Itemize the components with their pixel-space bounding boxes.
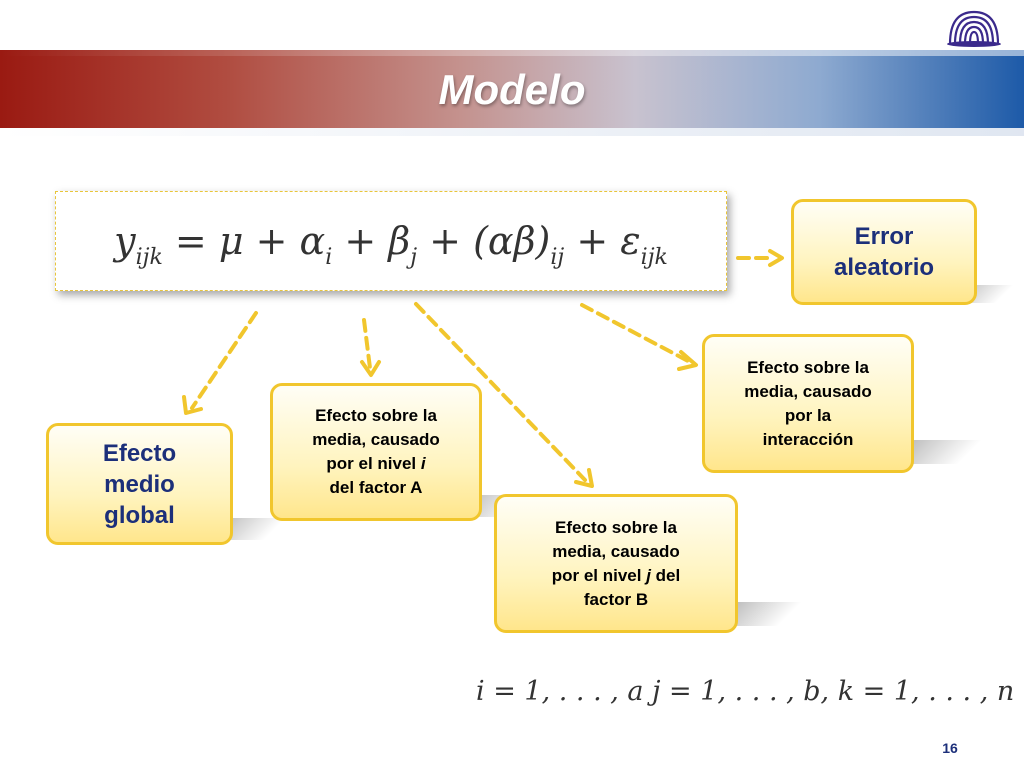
box-global-line2: medio (104, 470, 175, 498)
title-bar (0, 50, 1024, 136)
arrow-to-factor-b (414, 302, 587, 482)
eq-alpha-sub: i (325, 245, 333, 270)
box-factor-b-line2: media, causado (552, 541, 680, 561)
eq-epsilon: ε (620, 219, 641, 263)
arrow-to-interaction (580, 303, 692, 364)
eq-mu: μ (218, 219, 244, 263)
arrowhead-error (768, 249, 784, 267)
box-efecto-medio-global: Efecto medio global (46, 423, 233, 545)
box-error-line1: Error (854, 223, 914, 250)
eq-interaction: (αβ) (473, 219, 551, 263)
model-equation-box: yijk = μ + αi + βj + (αβ)ij + εijk (55, 191, 727, 291)
box-interaction-line2: media, causado (744, 381, 872, 401)
box-factor-a-line4: del factor A (329, 478, 423, 497)
arrow-to-global (190, 311, 258, 410)
box-error-aleatorio: Error aleatorio (791, 199, 977, 305)
eq-beta: β (388, 219, 411, 263)
index-conditions: i = 1, . . . , a j = 1, . . . , b, k = 1… (476, 676, 1015, 707)
title-bar-highlight (0, 50, 1024, 56)
title-bar-underline (0, 128, 1024, 136)
box-error-line2: aleatorio (833, 254, 935, 281)
arrow-to-factor-a (362, 318, 372, 370)
box-interaction: Efecto sobre la media, causado por la in… (702, 334, 914, 473)
box-factor-a: Efecto sobre la media, causado por el ni… (270, 383, 482, 521)
box-factor-a-line1: Efecto sobre la (315, 406, 437, 425)
box-factor-b: Efecto sobre la media, causado por el ni… (494, 494, 738, 633)
arrowhead-interaction (677, 350, 698, 371)
eq-interaction-sub: ij (550, 245, 565, 270)
box-factor-b-line1: Efecto sobre la (555, 517, 677, 537)
box-factor-a-line2: media, causado (312, 430, 440, 449)
eq-response: y (114, 219, 136, 263)
arrowhead-global (182, 395, 203, 415)
slide-title: Modelo (438, 66, 586, 113)
university-logo-icon (947, 10, 1001, 47)
box-interaction-line1: Efecto sobre la (747, 357, 869, 377)
arrowhead-factor-a (360, 360, 381, 377)
arrowhead-factor-b (574, 468, 594, 488)
box-factor-b-line3: por el nivel j del (551, 565, 681, 585)
box-global-line3: global (104, 501, 175, 529)
box-factor-b-line4: factor B (583, 589, 649, 609)
model-equation: yijk = μ + αi + βj + (αβ)ij + εijk (114, 219, 668, 270)
box-global-line1: Efecto (102, 439, 177, 467)
eq-response-sub: ijk (135, 245, 163, 270)
box-interaction-line4: interacción (762, 429, 854, 449)
box-interaction-line3: por la (784, 405, 832, 425)
eq-epsilon-sub: ijk (640, 245, 668, 270)
eq-alpha: α (299, 219, 326, 263)
page-number: 16 (942, 740, 958, 756)
eq-beta-sub: j (410, 245, 418, 270)
box-factor-a-line3: por el nivel i (326, 454, 426, 473)
